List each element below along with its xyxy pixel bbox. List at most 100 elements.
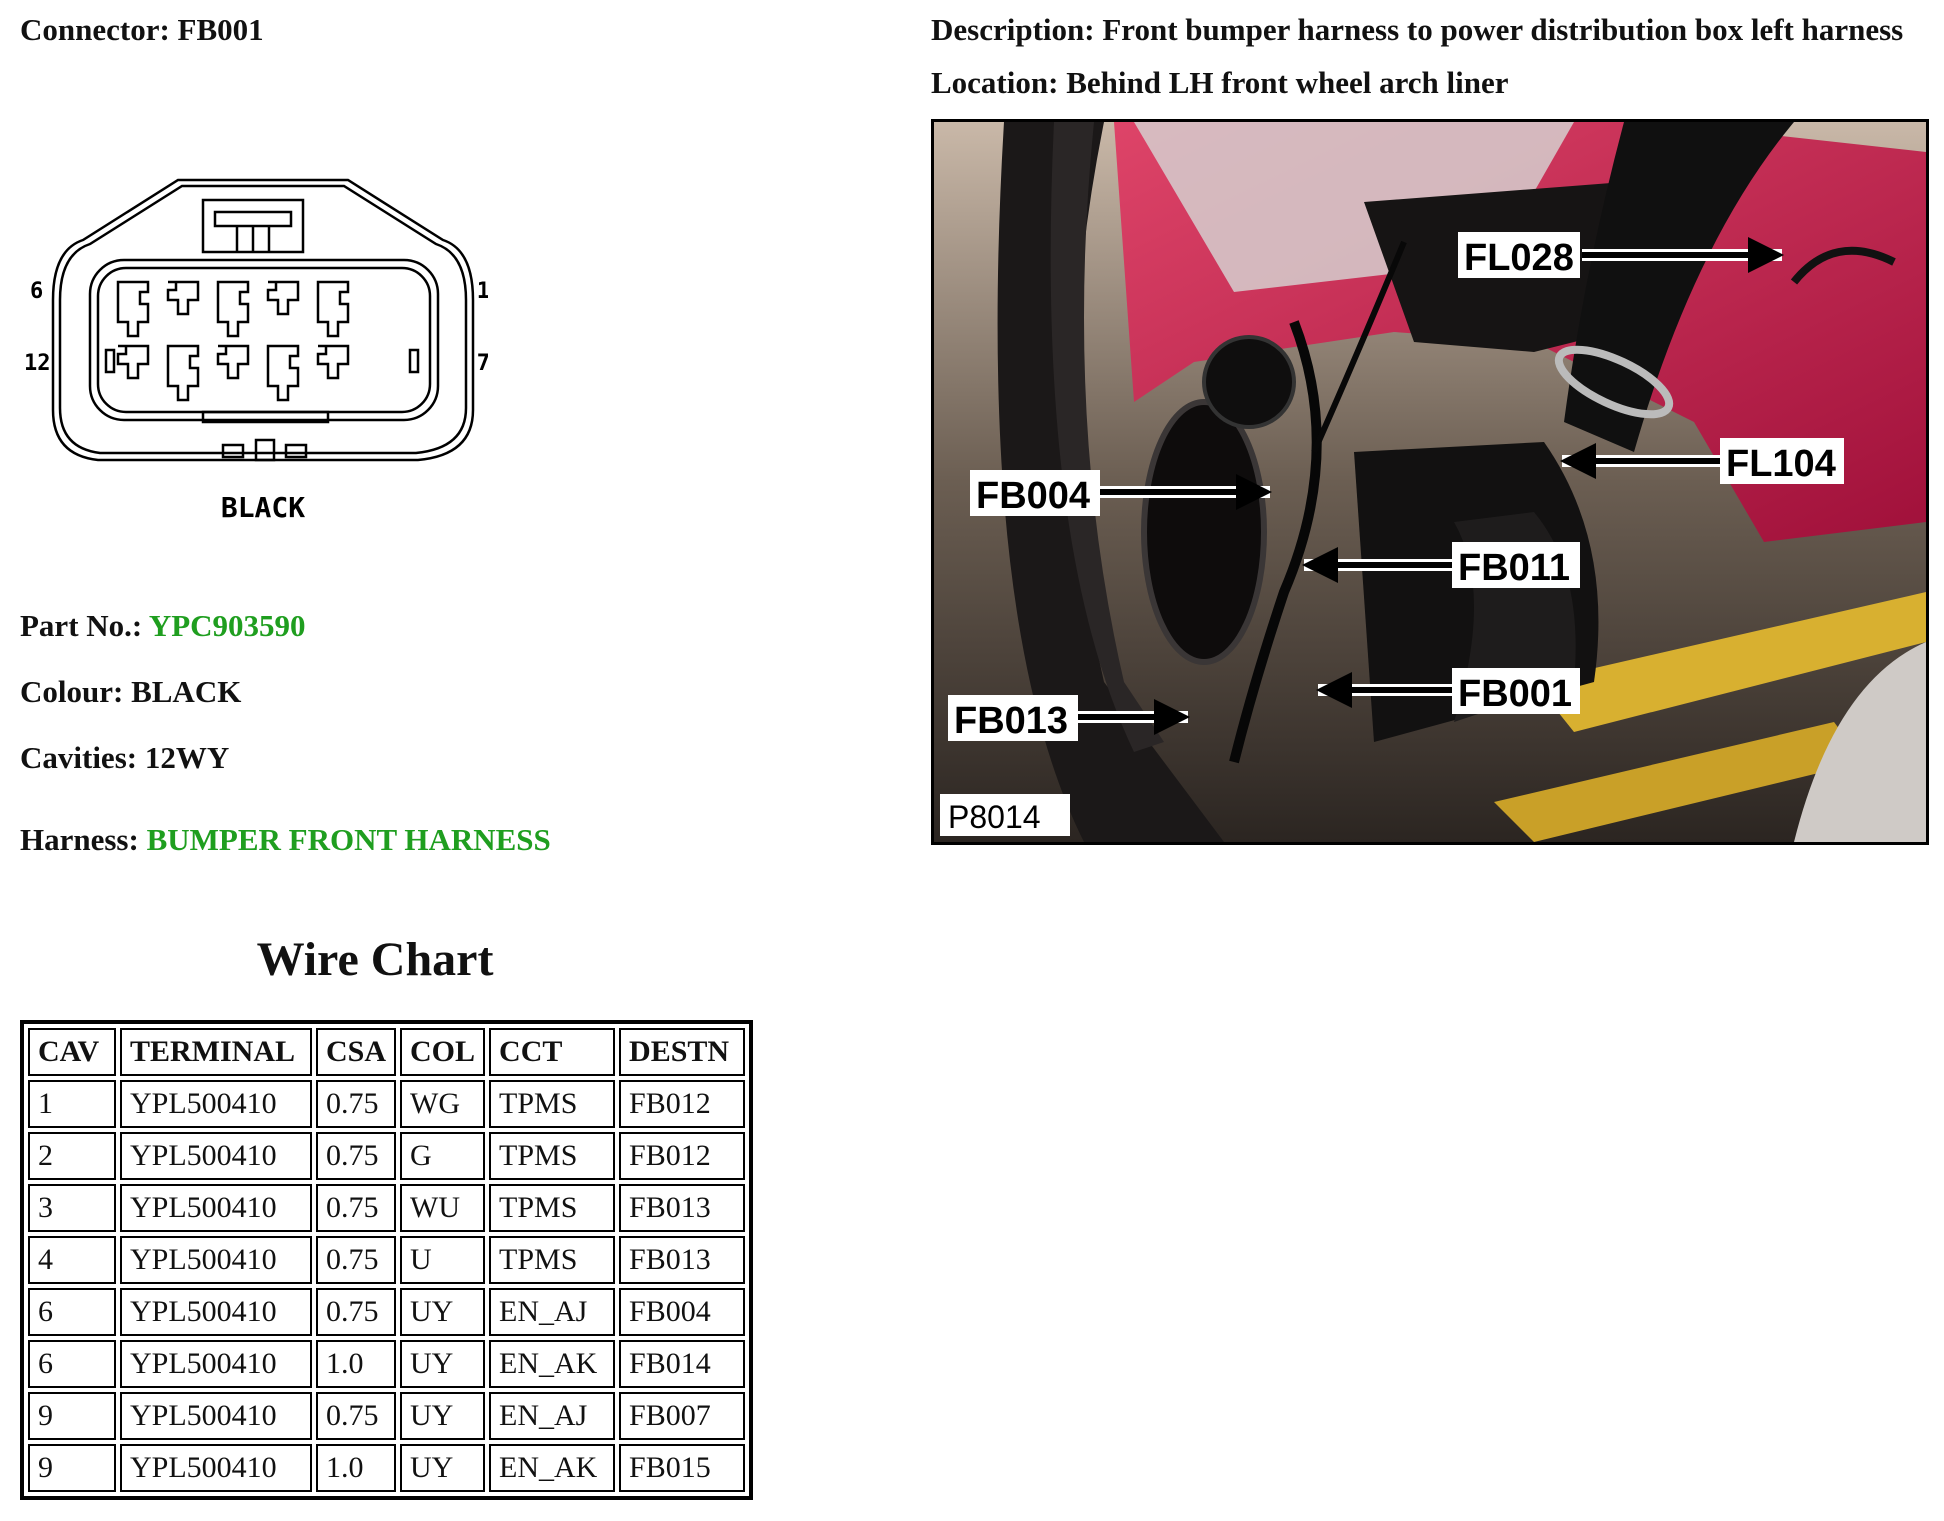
callout-fl028: FL028 bbox=[1464, 237, 1574, 279]
cell-destn: FB013 bbox=[619, 1184, 746, 1232]
cell-terminal: YPL500410 bbox=[120, 1184, 312, 1232]
callout-fb011: FB011 bbox=[1458, 547, 1570, 589]
terminal-cavity bbox=[116, 344, 150, 380]
cell-destn: FB012 bbox=[619, 1132, 746, 1180]
connector-label: Connector: bbox=[20, 12, 170, 47]
part-no-line: Part No.: YPC903590 bbox=[20, 608, 306, 644]
header-cav: CAV bbox=[28, 1028, 116, 1076]
cell-cav: 2 bbox=[28, 1132, 116, 1180]
cell-csa: 1.0 bbox=[316, 1340, 397, 1388]
cell-col: U bbox=[400, 1236, 486, 1284]
cell-terminal: YPL500410 bbox=[120, 1288, 312, 1336]
cell-destn: FB013 bbox=[619, 1236, 746, 1284]
table-row: 2 YPL500410 0.75 G TPMS FB012 bbox=[28, 1132, 746, 1180]
cell-cav: 6 bbox=[28, 1340, 116, 1388]
cell-terminal: YPL500410 bbox=[120, 1444, 312, 1492]
location-label: Location: bbox=[931, 65, 1059, 100]
terminal-cavity bbox=[116, 280, 150, 338]
cell-csa: 0.75 bbox=[316, 1392, 397, 1440]
cell-csa: 0.75 bbox=[316, 1184, 397, 1232]
cell-terminal: YPL500410 bbox=[120, 1132, 312, 1180]
pin-label-bottom-right: 7 bbox=[477, 351, 488, 376]
cell-destn: FB015 bbox=[619, 1444, 746, 1492]
cell-cct: TPMS bbox=[489, 1184, 616, 1232]
callout-fb004: FB004 bbox=[976, 475, 1090, 517]
cell-cct: TPMS bbox=[489, 1236, 616, 1284]
cell-col: UY bbox=[400, 1444, 486, 1492]
terminal-cavity bbox=[266, 280, 300, 316]
colour-label: Colour: bbox=[20, 674, 124, 709]
wire-chart-title: Wire Chart bbox=[256, 933, 494, 986]
side-slot bbox=[104, 348, 116, 374]
cell-terminal: YPL500410 bbox=[120, 1236, 312, 1284]
cell-destn: FB014 bbox=[619, 1340, 746, 1388]
callout-fl104: FL104 bbox=[1726, 443, 1836, 485]
location-line: Location: Behind LH front wheel arch lin… bbox=[931, 65, 1509, 101]
header-col: COL bbox=[400, 1028, 486, 1076]
terminal-cavity bbox=[316, 344, 350, 380]
connector-face-diagram: 6 1 12 7 BLACK bbox=[18, 170, 490, 540]
cell-csa: 0.75 bbox=[316, 1132, 397, 1180]
colour-value: BLACK bbox=[131, 674, 242, 709]
wire-chart-table: CAV TERMINAL CSA COL CCT DESTN 1 YPL5004… bbox=[20, 1020, 754, 1500]
photo-id: P8014 bbox=[948, 799, 1041, 835]
cell-cav: 9 bbox=[28, 1392, 116, 1440]
cell-cav: 3 bbox=[28, 1184, 116, 1232]
cell-csa: 1.0 bbox=[316, 1444, 397, 1492]
callout-fb013: FB013 bbox=[954, 700, 1068, 742]
cell-cct: EN_AK bbox=[489, 1444, 616, 1492]
cavities-value: 12WY bbox=[144, 740, 230, 775]
cavities-line: Cavities: 12WY bbox=[20, 740, 229, 776]
table-row: 6 YPL500410 1.0 UY EN_AK FB014 bbox=[28, 1340, 746, 1388]
cell-cct: EN_AJ bbox=[489, 1392, 616, 1440]
cell-col: WG bbox=[400, 1080, 486, 1128]
cell-col: G bbox=[400, 1132, 486, 1180]
table-row: 3 YPL500410 0.75 WU TPMS FB013 bbox=[28, 1184, 746, 1232]
wire-chart-header-row: CAV TERMINAL CSA COL CCT DESTN bbox=[28, 1028, 746, 1076]
table-row: 9 YPL500410 0.75 UY EN_AJ FB007 bbox=[28, 1392, 746, 1440]
terminal-cavity bbox=[266, 344, 300, 402]
terminal-cavity bbox=[216, 344, 250, 380]
location-value: Behind LH front wheel arch liner bbox=[1066, 65, 1509, 100]
cell-cct: EN_AK bbox=[489, 1340, 616, 1388]
cell-col: UY bbox=[400, 1288, 486, 1336]
cavities-label: Cavities: bbox=[20, 740, 138, 775]
cell-terminal: YPL500410 bbox=[120, 1392, 312, 1440]
terminal-cavity bbox=[166, 280, 200, 316]
table-row: 4 YPL500410 0.75 U TPMS FB013 bbox=[28, 1236, 746, 1284]
colour-line: Colour: BLACK bbox=[20, 674, 241, 710]
harness-line: Harness: BUMPER FRONT HARNESS bbox=[20, 822, 551, 858]
terminal-cavity bbox=[166, 344, 200, 402]
cell-col: UY bbox=[400, 1340, 486, 1388]
connector-id: FB001 bbox=[177, 12, 264, 47]
harness-link[interactable]: BUMPER FRONT HARNESS bbox=[146, 822, 551, 857]
connector-colour-caption: BLACK bbox=[221, 491, 305, 524]
table-row: 1 YPL500410 0.75 WG TPMS FB012 bbox=[28, 1080, 746, 1128]
header-destn: DESTN bbox=[619, 1028, 746, 1076]
cell-cav: 6 bbox=[28, 1288, 116, 1336]
side-slot bbox=[408, 348, 420, 374]
cell-col: WU bbox=[400, 1184, 486, 1232]
connector-heading: Connector: FB001 bbox=[20, 12, 264, 48]
description-label: Description: bbox=[931, 12, 1095, 47]
harness-label: Harness: bbox=[20, 822, 139, 857]
header-cct: CCT bbox=[489, 1028, 616, 1076]
location-photo: FL028 FL104 FB004 FB011 FB013 bbox=[931, 119, 1929, 845]
pin-label-top-left: 6 bbox=[30, 279, 43, 304]
cell-cav: 1 bbox=[28, 1080, 116, 1128]
cell-csa: 0.75 bbox=[316, 1288, 397, 1336]
cell-cct: TPMS bbox=[489, 1080, 616, 1128]
header-csa: CSA bbox=[316, 1028, 397, 1076]
part-no-label: Part No.: bbox=[20, 608, 143, 643]
table-row: 9 YPL500410 1.0 UY EN_AK FB015 bbox=[28, 1444, 746, 1492]
cell-cct: TPMS bbox=[489, 1132, 616, 1180]
cell-cav: 4 bbox=[28, 1236, 116, 1284]
table-row: 6 YPL500410 0.75 UY EN_AJ FB004 bbox=[28, 1288, 746, 1336]
cell-cav: 9 bbox=[28, 1444, 116, 1492]
description-value: Front bumper harness to power distributi… bbox=[1102, 12, 1904, 47]
cell-destn: FB004 bbox=[619, 1288, 746, 1336]
pin-label-top-right: 1 bbox=[477, 279, 488, 304]
header-terminal: TERMINAL bbox=[120, 1028, 312, 1076]
part-no-link[interactable]: YPC903590 bbox=[148, 608, 306, 643]
cell-col: UY bbox=[400, 1392, 486, 1440]
